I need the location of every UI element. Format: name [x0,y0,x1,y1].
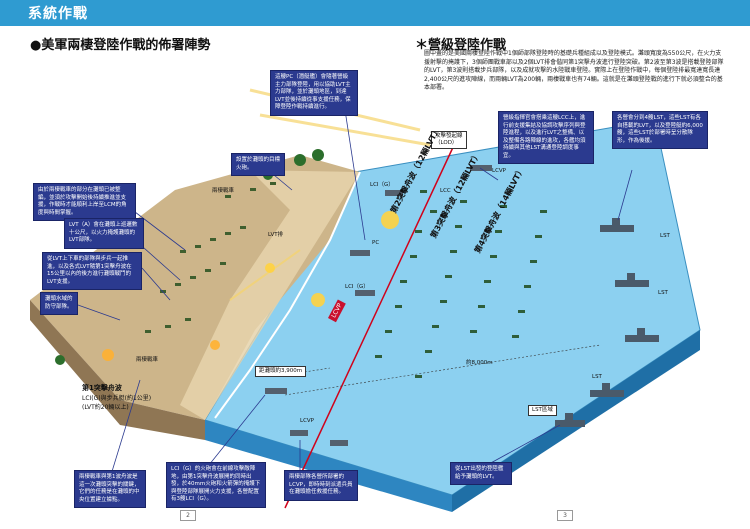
callout-lcvp: 兩棲部隊各營所部署的LCVP，即時時刻派遣兵員在灘頭擔任救援任務。 [284,470,358,501]
sea-front-face [205,420,452,512]
page-number-right: 3 [557,510,573,521]
lst-area-label: LST區域 [528,405,557,416]
callout-lci: LCI（G）的火砲會在前線攻擊敵陣地，由第1突擊舟波展開的同時出發，於40mm火… [166,462,266,508]
header-bar [0,0,750,26]
callout-amphib-tanks: 由於兩棲戰車的部分在灘頭已被整編，並須於攻擊開始後持續推進並支援，作戰時才能順利… [33,183,136,221]
lst-label-3: LST [592,374,602,380]
callout-lst-support: 從LST出發的登陸艦給予灘頭的LVT。 [450,462,512,485]
explosion [381,211,399,229]
beach-strip [180,170,360,420]
beach-label-tanks-2: 兩棲戰車 [136,357,159,363]
lod-abbr: （LOD） [435,140,458,146]
lvt-waves [375,190,547,378]
lst-label-2: LST [658,290,668,296]
explosion [311,293,325,307]
wave-1-box: 第1突擊舟波 LCI(G)與步兵艇(約1公里) (LVT約20輛以上) [82,383,151,411]
lod-title: 攻擊發起線 [435,133,463,139]
lvt-label: LVT排 [268,232,284,238]
lcvp-label: LCVP [492,168,506,174]
beach-distance-label: 距灘頭約3,900m [255,366,307,377]
lcc-label: LCC [440,188,451,194]
lci-label: LCI（G） [345,284,369,290]
explosion [265,263,275,273]
callout-lst-group: 各營會分到4艘LST，這些LST有各自搭載的LVT，以及登陸艇約6,000艘，這… [612,111,708,149]
page-title: ●美軍兩棲登陸作戰的佈署陣勢 [30,38,211,53]
lst-label: LST [660,233,670,239]
section-title: 系統作戰 [28,6,88,22]
callout-smoke: 設置於灘頭的目標火砲。 [231,153,285,176]
fire-streak [259,113,431,147]
line-of-departure [284,142,456,509]
intro-paragraph: 圖中畫的是美國兩棲登陸作戰中1個師部隊登陸時的基礎兵種組成以及登陸模式。灘頭寬度… [424,50,724,91]
page-number-left: 2 [180,510,196,521]
callout-pc: 這艘PC（潛艇艦）會隨著營級主力部隊登陸，用以協助LVT主力部隊，並於灘頭地區，… [270,70,358,116]
lod-distance-label: 約8,000m [466,360,493,366]
support-ships [265,165,492,446]
distance-line-2 [284,367,331,376]
beach-label-tanks: 兩棲戰車 [212,188,235,194]
distance-line-1 [284,344,601,396]
explosion [102,349,114,361]
callout-lvt-a: LVT（A）會在灘頭上巡邏數十公尺，以火力掩護灘頭的LVT部隊。 [64,218,144,249]
lod-label: 攻擊發起線 （LOD） [431,131,467,149]
pc-label: PC [372,240,380,246]
lci-label-2: LCI（G） [370,182,394,188]
lcvp-label-2: LCVP [300,418,314,424]
callout-beach-water: 灘頭水域的防守部隊。 [40,292,78,315]
wave-1-note-2: (LVT約20輛以上) [82,404,129,411]
wave-1-title: 第1突擊舟波 [82,384,122,392]
lst-ships [555,218,659,427]
callout-bottom-left: 兩棲戰車與第1波舟波是這一次灘頭突擊的關鍵，它們的任務是在灘頭的中央位置建立據點… [74,470,146,508]
land-front-face [30,300,205,440]
wave-1-note: LCI(G)與步兵艇(約1公里) [82,395,152,402]
callout-command-ship: 營級指揮官會搭乘這艘LCC上，進行前支援集結及協調攻擊序列與登陸進程，以及進行L… [498,111,594,164]
shoreline [214,171,361,419]
fire-streak [229,249,301,301]
explosion [210,340,220,350]
subsection-title: ＊營級登陸作戰 [415,38,507,53]
callout-lvt-follow: 從LVT上下車的部隊與步兵一起推進，以及各式LVT隨第1突擊舟波在15公里以內的… [42,252,142,290]
